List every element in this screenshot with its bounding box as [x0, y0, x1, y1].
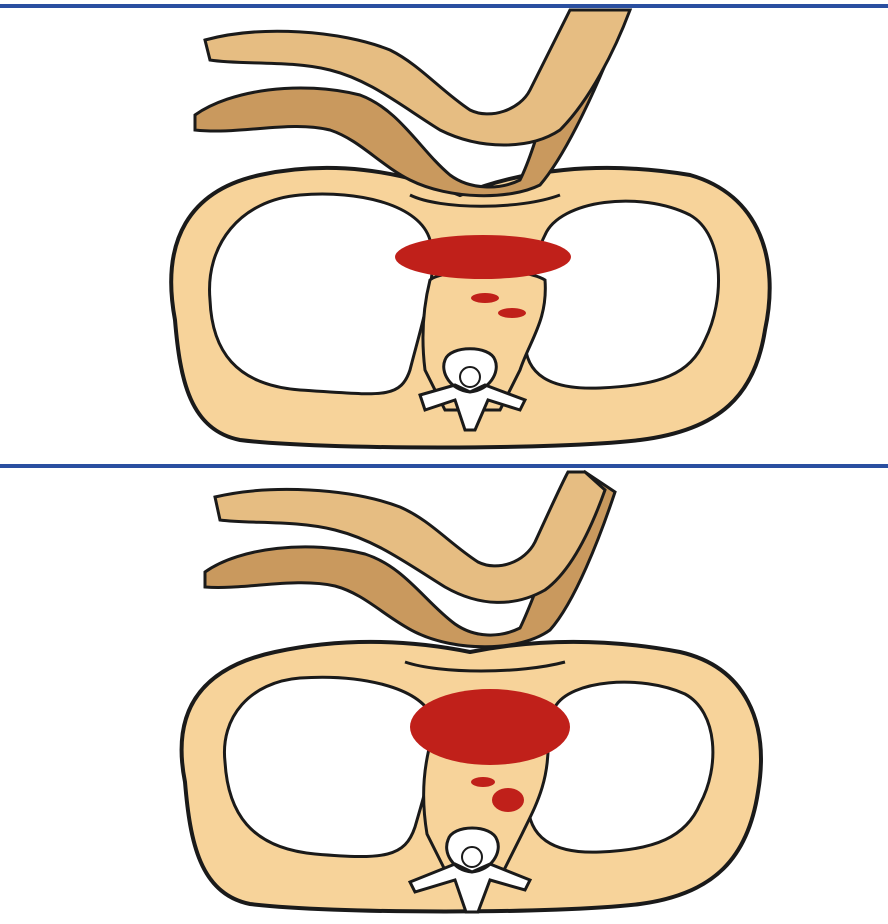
spinal-canal [462, 847, 482, 867]
cross-section-panel-bottom [0, 462, 888, 922]
right-lung [525, 201, 719, 388]
spinal-canal [460, 367, 480, 387]
left-lung [224, 677, 434, 856]
aorta [471, 777, 495, 787]
vena-cava [498, 308, 526, 318]
vena-cava [492, 788, 524, 812]
top-divider-line [0, 4, 888, 8]
cross-section-panel-top [0, 0, 888, 460]
chest-compression-diagram-top [0, 0, 888, 460]
aorta [471, 293, 499, 303]
chest-compression-diagram-bottom [0, 462, 888, 922]
left-lung [210, 194, 433, 394]
heart [395, 235, 571, 279]
heart [410, 689, 570, 765]
